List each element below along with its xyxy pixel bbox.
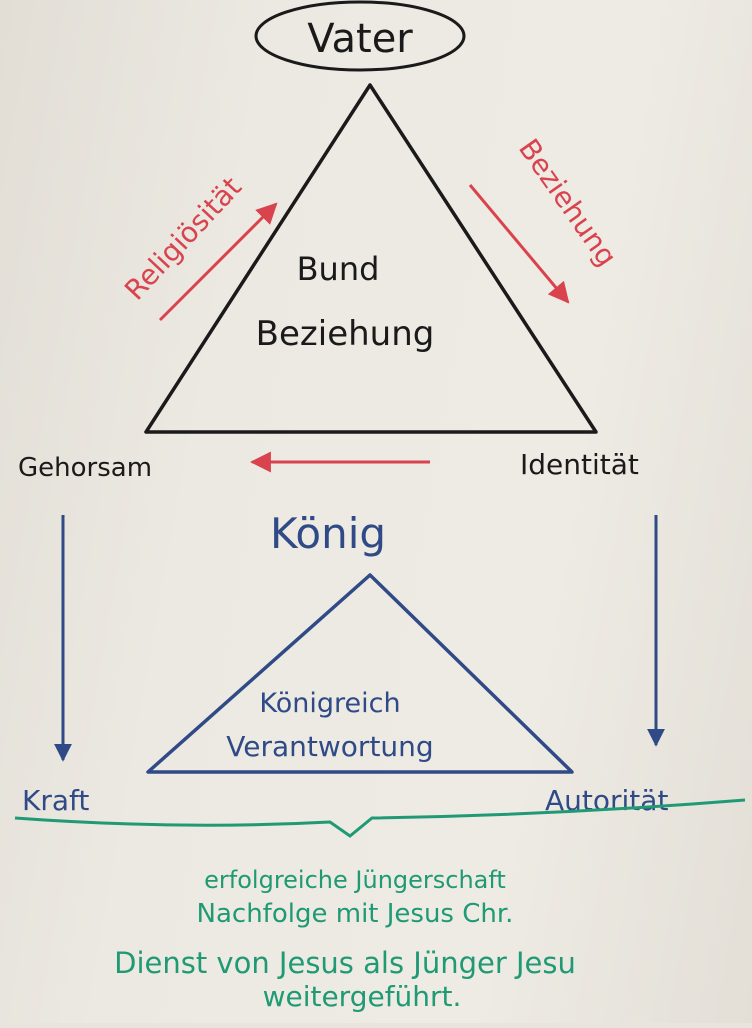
summary-line-2: Nachfolge mit Jesus Chr.	[197, 899, 514, 929]
koenig-label: König	[270, 509, 386, 558]
summary-line-1: erfolgreiche Jüngerschaft	[204, 866, 506, 894]
summary-line-4: weitergeführt.	[263, 980, 462, 1013]
identitaet-label: Identität	[520, 448, 639, 481]
kraft-label: Kraft	[22, 784, 89, 817]
bottom-triangle	[146, 573, 574, 774]
religiositaet-label: Religiösität	[118, 171, 248, 307]
green-brace	[14, 798, 746, 838]
summary-line-3: Dienst von Jesus als Jünger Jesu	[114, 946, 576, 980]
vater-ellipse	[254, 0, 466, 72]
religiositaet-arrow	[158, 202, 278, 322]
vater-label: Vater	[307, 16, 413, 62]
verantwortung-label: Verantwortung	[226, 730, 433, 763]
beziehung-arrow	[468, 184, 570, 304]
koenigreich-label: Königreich	[259, 688, 400, 719]
beziehung-center-label: Beziehung	[256, 314, 435, 354]
gehorsam-label: Gehorsam	[18, 453, 152, 483]
bund-label: Bund	[297, 250, 380, 288]
beziehung-arrow-label: Beziehung	[512, 133, 623, 272]
top-triangle	[144, 83, 598, 434]
